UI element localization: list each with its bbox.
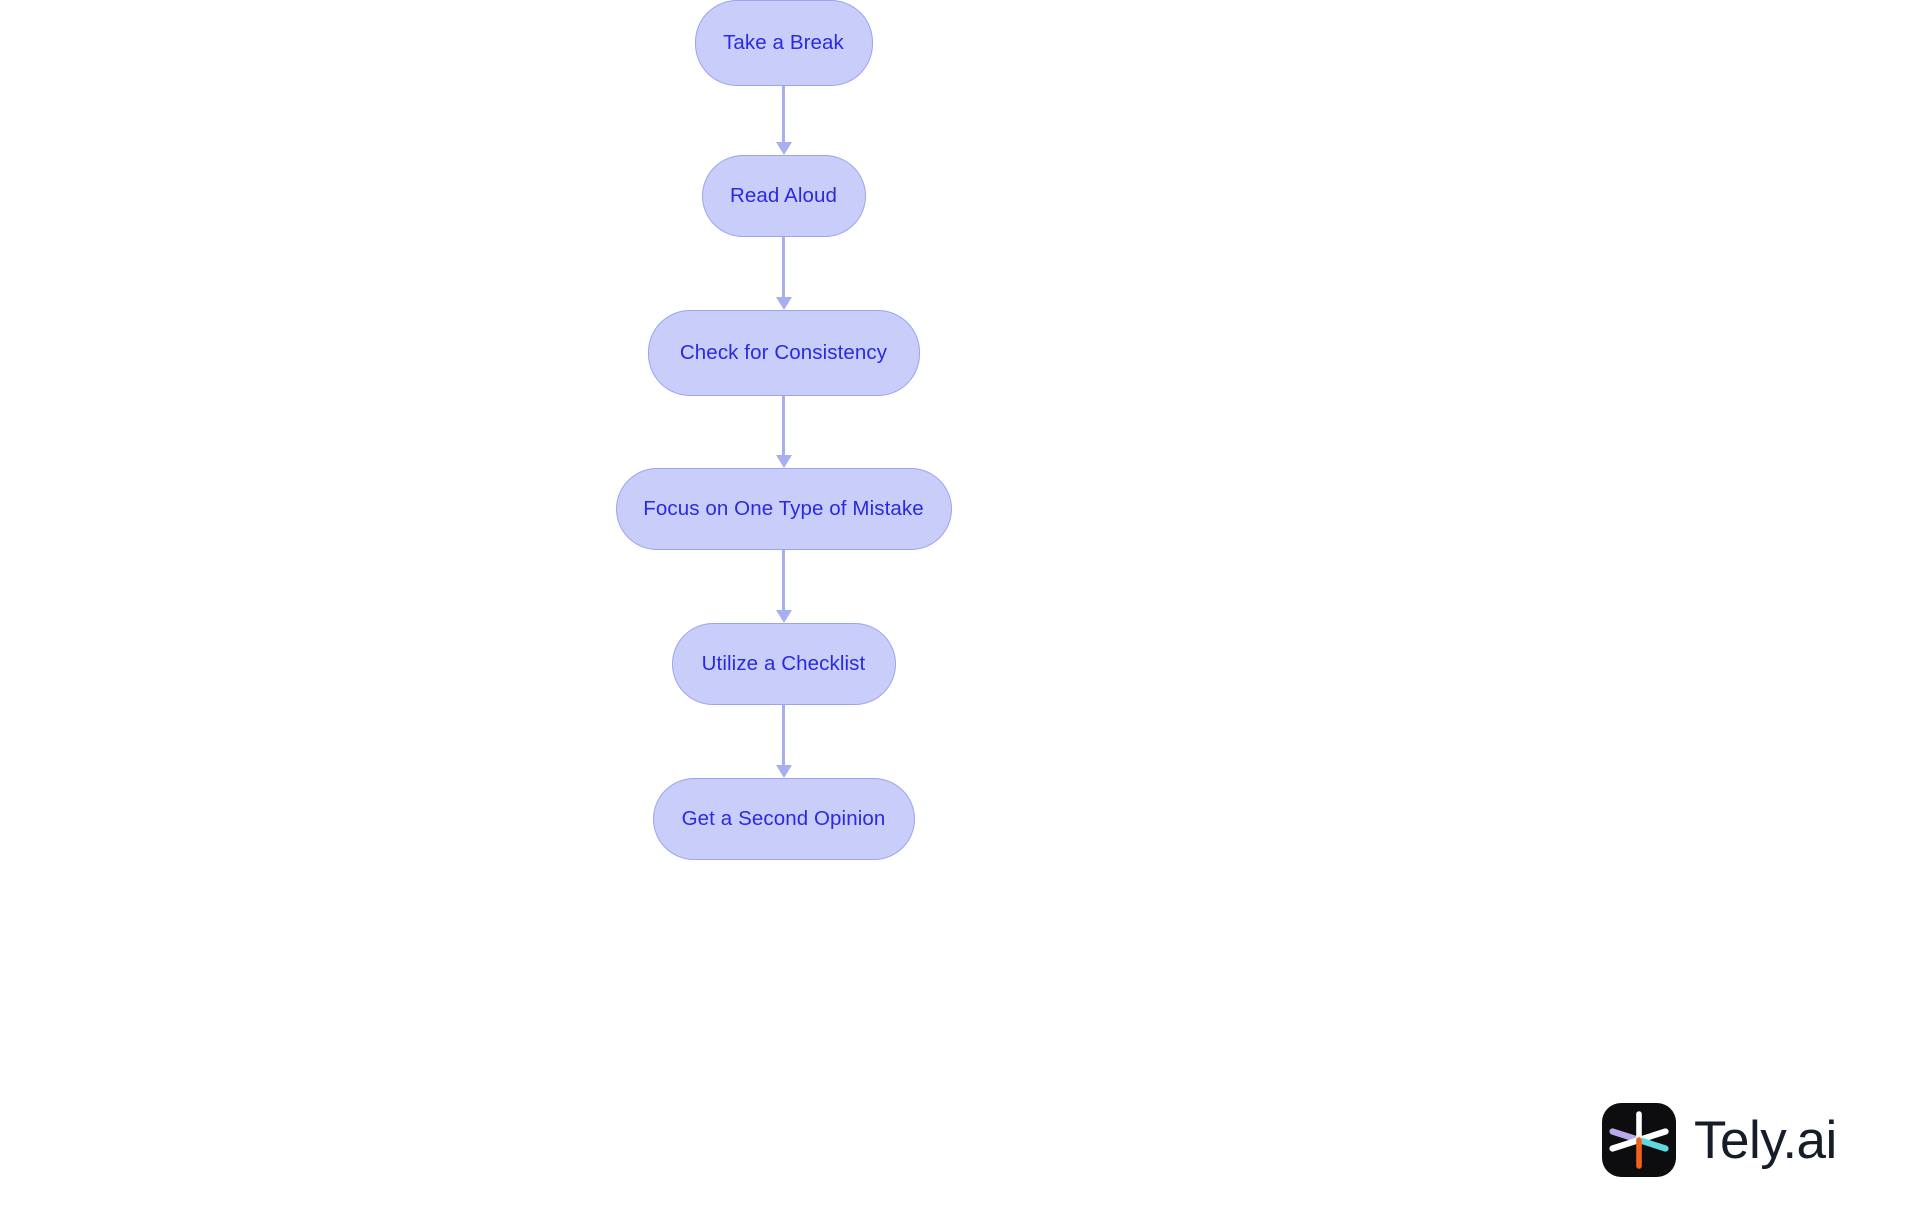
tely-ai-wordmark: Tely.ai <box>1694 1110 1837 1170</box>
flow-node-label: Check for Consistency <box>679 340 888 364</box>
connector-line <box>782 550 785 611</box>
flow-node-label: Read Aloud <box>729 183 837 207</box>
flow-node-label: Utilize a Checklist <box>701 651 866 675</box>
connector-line <box>782 396 785 456</box>
arrowhead-down-icon <box>775 297 792 310</box>
flow-node-label: Focus on One Type of Mistake <box>643 496 924 520</box>
connector-line <box>782 237 785 298</box>
flow-node-read-aloud[interactable]: Read Aloud <box>701 155 866 237</box>
flow-node-label: Get a Second Opinion <box>681 806 886 830</box>
arrowhead-down-icon <box>775 455 792 468</box>
flow-connector-arrow <box>774 396 794 468</box>
arrowhead-down-icon <box>775 765 792 778</box>
flow-connector-arrow <box>774 237 794 310</box>
flow-node-focus-on-one-type-of-mistake[interactable]: Focus on One Type of Mistake <box>615 468 952 550</box>
arrowhead-down-icon <box>775 610 792 623</box>
flow-connector-arrow <box>774 86 794 155</box>
flow-connector-arrow <box>774 550 794 623</box>
flow-node-check-for-consistency[interactable]: Check for Consistency <box>647 310 920 396</box>
arrowhead-down-icon <box>775 142 792 155</box>
flowchart: Take a Break Read Aloud Check for Consis… <box>615 0 952 860</box>
flow-node-take-a-break[interactable]: Take a Break <box>694 0 873 86</box>
flow-connector-arrow <box>774 705 794 778</box>
connector-line <box>782 86 785 143</box>
tely-ai-logo: Tely.ai <box>1602 1103 1837 1177</box>
connector-line <box>782 705 785 766</box>
flow-node-get-a-second-opinion[interactable]: Get a Second Opinion <box>652 778 915 860</box>
flow-node-label: Take a Break <box>723 30 844 54</box>
tely-ai-starburst-icon <box>1602 1103 1676 1177</box>
flow-node-utilize-a-checklist[interactable]: Utilize a Checklist <box>671 623 896 705</box>
